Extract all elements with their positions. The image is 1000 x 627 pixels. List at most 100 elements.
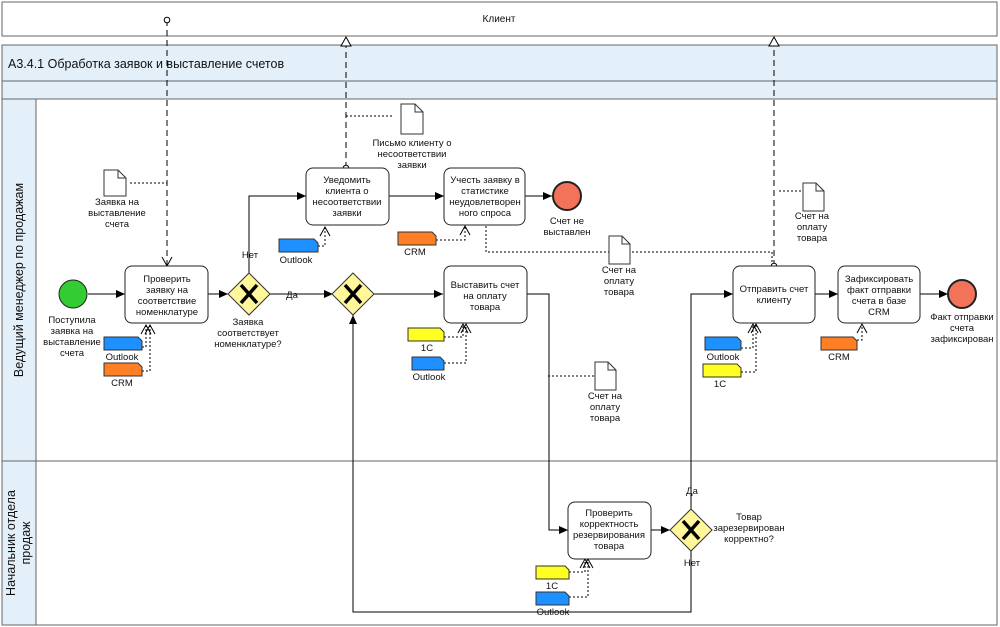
- start-event-label-line3: выставление: [43, 337, 101, 348]
- task-send-invoice: [732, 265, 816, 324]
- label-crm: CRM: [404, 247, 426, 258]
- task-record-request-line3: неудовлетворен: [449, 197, 520, 208]
- onec-icon: [535, 565, 570, 580]
- gateway-match-label-line2: соответствует: [217, 328, 279, 339]
- process-pool: [1, 44, 998, 626]
- outlook-icon: [535, 591, 570, 606]
- label-outlook: Outlook: [413, 372, 446, 383]
- task-notify-client-line3: несоответствии: [312, 197, 381, 208]
- crm-icon: [820, 336, 858, 351]
- label-outlook: Outlook: [106, 352, 139, 363]
- task-record-request: [443, 167, 526, 226]
- task-issue-invoice-line2: на оплату: [463, 291, 507, 302]
- task-notify-client-line2: клиента о: [325, 186, 368, 197]
- task-record-request-line4: ного спроса: [459, 208, 512, 219]
- task-check-request-line3: соответствие: [138, 296, 196, 307]
- gateway-match-label-line3: номенклатуре?: [214, 339, 281, 350]
- task-record-request-line2: статистике: [461, 186, 509, 197]
- doc-invoice-right-line3: товара: [797, 233, 828, 244]
- task-issue-invoice: [443, 265, 528, 324]
- task-issue-invoice-line3: товара: [470, 302, 501, 313]
- gateway-match-no: Нет: [242, 250, 259, 261]
- gateway-x-icon: [681, 519, 701, 541]
- task-check-request-line2: заявку на: [146, 285, 189, 296]
- doc-invoice-top-line1: Счет на: [602, 265, 637, 276]
- end-event-no-invoice: [552, 181, 582, 211]
- client-pool-label: Клиент: [483, 14, 516, 25]
- label-crm: CRM: [111, 378, 133, 389]
- gateway-x-icon: [239, 283, 259, 305]
- process-title: А3.4.1 Обработка заявок и выставление сч…: [8, 57, 284, 71]
- task-check-request-line4: номенклатуре: [136, 307, 198, 318]
- task-check-reservation-line1: Проверить: [585, 508, 633, 519]
- task-check-reservation-line4: товара: [594, 541, 625, 552]
- start-event: [58, 279, 88, 309]
- start-event-label-line2: заявка на: [51, 326, 94, 337]
- task-record-fact-line4: CRM: [868, 307, 890, 318]
- lane-header-head: [1, 460, 37, 626]
- label-outlook: Outlook: [280, 255, 313, 266]
- task-send-invoice-line2: клиенту: [757, 295, 792, 306]
- tasks: [124, 167, 921, 560]
- sequence-flows: [88, 192, 948, 613]
- document-icon: [594, 361, 617, 391]
- outlook-icon: [411, 356, 445, 371]
- gateway-reserve: [669, 508, 713, 552]
- label-outlook: Outlook: [537, 607, 570, 618]
- start-event-label-line1: Поступила: [48, 315, 96, 326]
- doc-invoice-right-line2: оплату: [797, 222, 828, 233]
- onec-icon: [702, 363, 742, 378]
- doc-request-line3: счета: [105, 219, 130, 230]
- gateway-merge: [331, 272, 375, 316]
- lane-label-manager: Ведущий менеджер по продажам: [12, 183, 26, 377]
- task-notify-client-line4: заявки: [332, 208, 361, 219]
- document-icon: [802, 182, 825, 212]
- end-event-fixed: [947, 279, 977, 309]
- task-check-request-line1: Проверить: [143, 274, 191, 285]
- document-icon: [608, 235, 631, 265]
- outlook-icon: [103, 336, 143, 351]
- outlook-icon: [704, 336, 742, 351]
- doc-request-line1: Заявка на: [95, 197, 140, 208]
- doc-letter-line2: несоответствии: [377, 149, 446, 160]
- gateway-reserve-label-line2: зарезервирован: [713, 523, 784, 534]
- doc-invoice-right-line1: Счет на: [795, 211, 830, 222]
- crm-icon: [397, 231, 437, 246]
- task-issue-invoice-line1: Выставить счет: [451, 280, 520, 291]
- lane-label-head-line1: Начальник отдела: [4, 490, 18, 596]
- task-notify-client-line1: Уведомить: [323, 175, 371, 186]
- task-record-fact-line1: Зафиксировать: [845, 274, 913, 285]
- crm-icon: [103, 362, 143, 377]
- label-onec: 1С: [546, 581, 558, 592]
- systems: [103, 231, 858, 606]
- end-no-invoice-label-line2: выставлен: [543, 227, 590, 238]
- doc-invoice-mid-line1: Счет на: [588, 391, 623, 402]
- task-record-fact-line3: счета в базе: [852, 296, 906, 307]
- gateway-match: [227, 272, 271, 316]
- document-icon: [400, 103, 424, 135]
- gateway-reserve-yes: Да: [686, 486, 698, 497]
- doc-invoice-mid-line3: товара: [590, 413, 621, 424]
- task-notify-client: [305, 167, 390, 226]
- doc-request-line2: выставление: [88, 208, 146, 219]
- end-fixed-label-line3: зафиксирован: [930, 334, 993, 345]
- doc-invoice-top-line3: товара: [604, 287, 635, 298]
- task-record-request-line1: Учесть заявку в: [450, 175, 520, 186]
- gateway-match-label-line1: Заявка: [233, 317, 265, 328]
- document-icon: [103, 169, 127, 197]
- associations: [130, 115, 868, 598]
- doc-invoice-mid-line2: оплату: [590, 402, 621, 413]
- task-check-reservation-line2: корректность: [580, 519, 639, 530]
- end-fixed-label-line1: Факт отправки: [930, 312, 993, 323]
- doc-letter-line3: заявки: [397, 160, 426, 171]
- gateway-reserve-label-line3: корректно?: [724, 534, 774, 545]
- onec-icon: [407, 327, 445, 342]
- lane-label-head-line2: продаж: [19, 521, 33, 565]
- gateway-reserve-label-line1: Товар: [736, 512, 762, 523]
- doc-letter-line1: Письмо клиенту о: [372, 138, 451, 149]
- gateway-reserve-no: Нет: [684, 558, 701, 569]
- start-event-label-line4: счета: [60, 348, 85, 359]
- gateway-x-icon: [343, 283, 363, 305]
- task-check-request: [124, 265, 209, 324]
- end-no-invoice-label-line1: Счет не: [550, 216, 584, 227]
